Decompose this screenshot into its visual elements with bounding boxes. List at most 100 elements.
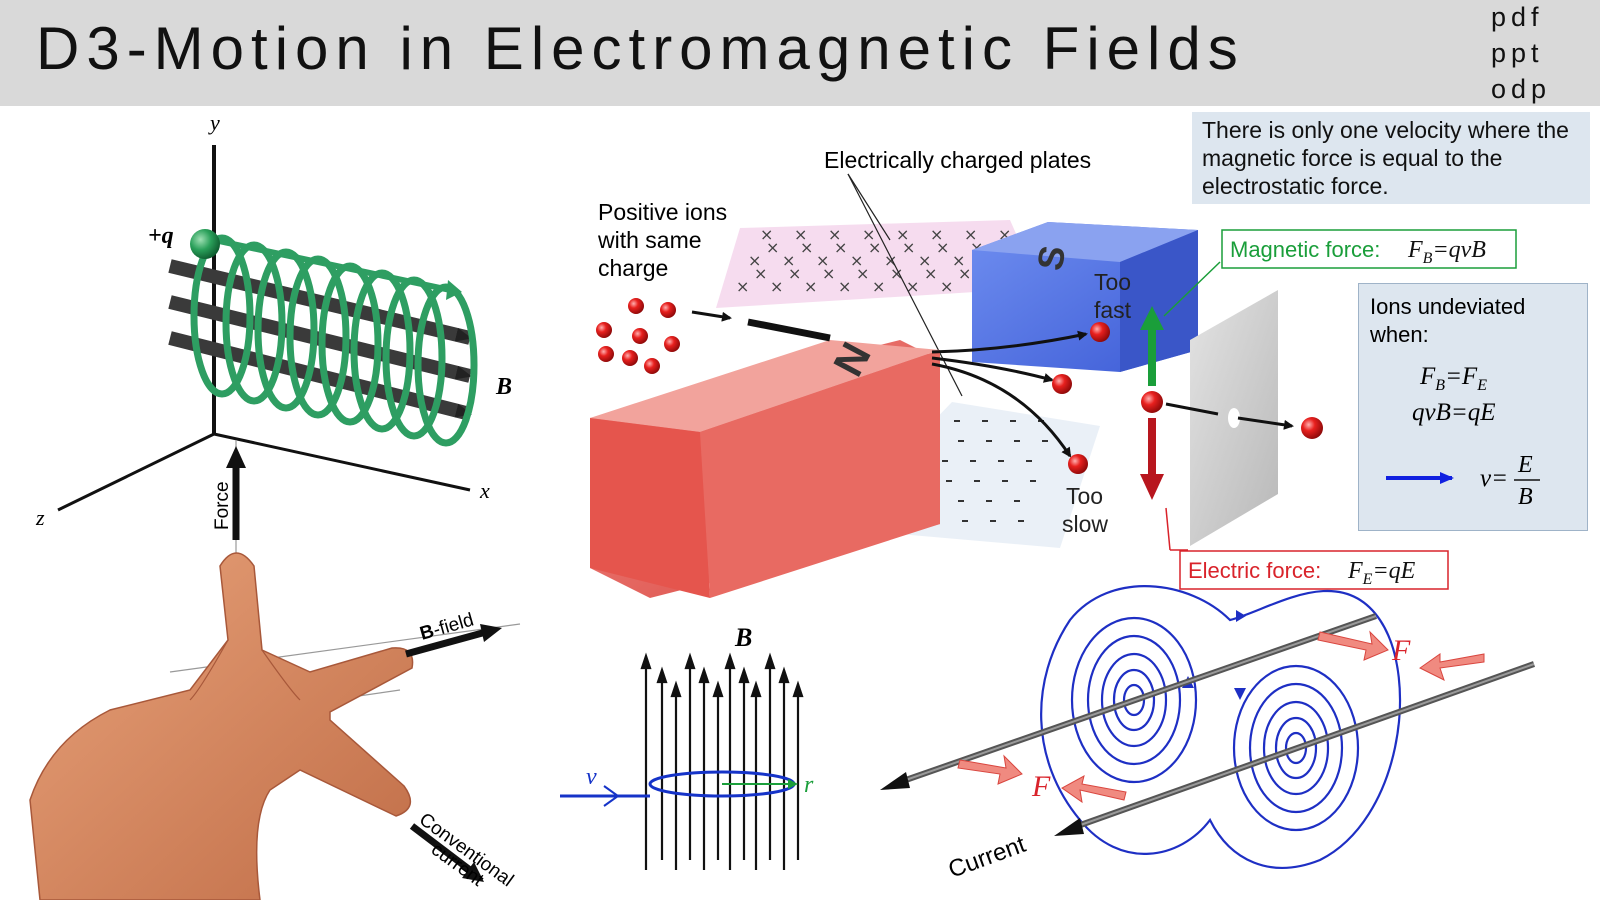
minus-mark xyxy=(1018,520,1024,522)
parallel-wires-diagram: F F Current xyxy=(880,585,1536,884)
field-line-arrowhead xyxy=(778,666,790,684)
pdf-link[interactable]: pdf xyxy=(1491,2,1544,32)
minus-mark xyxy=(1002,480,1008,482)
ion-cluster xyxy=(596,298,680,374)
note-box xyxy=(1192,112,1590,204)
velocity-selector: ××××××××××××××××××××××××××××××××××××××××… xyxy=(590,147,1517,598)
y-axis-label: y xyxy=(208,110,220,135)
undeviated-conditions: Ions undeviated when: FB=FE qvB=qE v= E … xyxy=(1369,294,1540,510)
electric-force-text: Electric force: xyxy=(1188,558,1321,583)
trajectory-middle xyxy=(931,356,1054,383)
plus-mark: × xyxy=(918,251,931,270)
minus-mark xyxy=(1030,480,1036,482)
magnetic-force-box xyxy=(1221,229,1517,269)
minus-mark xyxy=(958,500,964,502)
too-fast-label-1: Too xyxy=(1094,269,1131,295)
field-line-arrowhead xyxy=(712,680,724,698)
minus-mark xyxy=(986,440,992,442)
force-arrow xyxy=(1061,775,1127,804)
minus-mark xyxy=(998,460,1004,462)
minus-mark xyxy=(954,420,960,422)
force-label: Force xyxy=(212,481,233,530)
force-arrow xyxy=(957,754,1023,785)
plus-mark: × xyxy=(884,251,897,270)
plus-mark: × xyxy=(958,264,971,283)
plus-mark: × xyxy=(782,251,795,270)
page-title: D3-Motion in Electromagnetic Fields xyxy=(36,15,1245,82)
helix-diagram: y x z +q B xyxy=(35,110,512,530)
magnetic-force-equation: FB=qvB xyxy=(1407,237,1486,267)
field-line-arrowhead xyxy=(698,666,710,684)
plus-mark: × xyxy=(754,264,767,283)
physics-diagram: y x z +q B For xyxy=(29,110,1540,900)
plus-mark: × xyxy=(816,251,829,270)
x-axis-label: x xyxy=(479,478,490,503)
minus-mark xyxy=(970,460,976,462)
helix-field-label: B xyxy=(495,374,512,400)
plus-mark: × xyxy=(770,277,783,296)
plus-mark: × xyxy=(736,277,749,296)
x-axis xyxy=(213,432,471,492)
minus-mark xyxy=(1042,440,1048,442)
field-line-arrowhead xyxy=(724,652,736,670)
top-plate xyxy=(716,220,1040,308)
field-line-arrowhead xyxy=(670,680,682,698)
field-lines xyxy=(1040,585,1402,869)
plus-mark: × xyxy=(856,264,869,283)
plus-mark: × xyxy=(936,238,949,257)
radius-label: r xyxy=(804,772,814,798)
field-line-arrowhead xyxy=(640,652,652,670)
field-line-arrowhead xyxy=(764,652,776,670)
minus-mark xyxy=(946,480,952,482)
plus-mark: × xyxy=(804,277,817,296)
magnetic-force-arrow xyxy=(1140,306,1164,330)
plus-mark: × xyxy=(766,238,779,257)
force-arrow xyxy=(1317,630,1389,661)
field-line-arrowhead xyxy=(684,652,696,670)
plus-mark: × xyxy=(896,225,909,244)
undeviated-label-1: Ions undeviated xyxy=(1370,294,1525,319)
field-line-arrowhead xyxy=(750,680,762,698)
too-slow-label-1: Too xyxy=(1066,483,1103,509)
undeviated-ion xyxy=(1141,391,1163,413)
plus-mark: × xyxy=(800,238,813,257)
current-label: Current xyxy=(945,831,1030,884)
force-label-1: F xyxy=(1391,634,1411,667)
plus-mark: × xyxy=(872,277,885,296)
field-line-arrowhead xyxy=(738,666,750,684)
hand xyxy=(29,552,414,900)
minus-mark xyxy=(974,480,980,482)
plus-mark: × xyxy=(850,251,863,270)
plus-mark: × xyxy=(940,277,953,296)
minus-mark xyxy=(1010,420,1016,422)
plus-mark: × xyxy=(838,277,851,296)
ions-undeviated-box xyxy=(1358,283,1588,531)
field-line-arrowhead xyxy=(792,680,804,698)
force-label-2: F xyxy=(1031,770,1051,803)
minus-mark xyxy=(942,460,948,462)
magnetic-force-text: Magnetic force: xyxy=(1230,237,1380,262)
undeviated-eq2: qvB=qE xyxy=(1412,399,1496,426)
plus-mark: × xyxy=(822,264,835,283)
plus-mark: × xyxy=(862,225,875,244)
circular-field-label: B xyxy=(734,623,752,652)
odp-link[interactable]: odp xyxy=(1491,74,1552,104)
plus-mark: × xyxy=(952,251,965,270)
too-fast-label-2: fast xyxy=(1094,297,1132,323)
minus-mark xyxy=(1026,460,1032,462)
circular-motion-diagram: B v r xyxy=(560,623,814,870)
note-text: There is only one velocity where the mag… xyxy=(1202,117,1569,199)
velocity-label: v xyxy=(586,764,597,790)
z-axis-label: z xyxy=(35,505,45,530)
plus-mark: × xyxy=(930,225,943,244)
right-hand-rule: Force B-field Conventional current xyxy=(29,440,521,900)
minus-mark xyxy=(990,520,996,522)
plus-mark: × xyxy=(748,251,761,270)
ppt-link[interactable]: ppt xyxy=(1491,38,1544,68)
ions-label-1: Positive ions xyxy=(598,199,727,225)
minus-mark xyxy=(982,420,988,422)
electric-force-arrow xyxy=(1140,474,1164,500)
z-axis xyxy=(57,432,215,512)
plus-mark: × xyxy=(794,225,807,244)
plus-mark: × xyxy=(868,238,881,257)
